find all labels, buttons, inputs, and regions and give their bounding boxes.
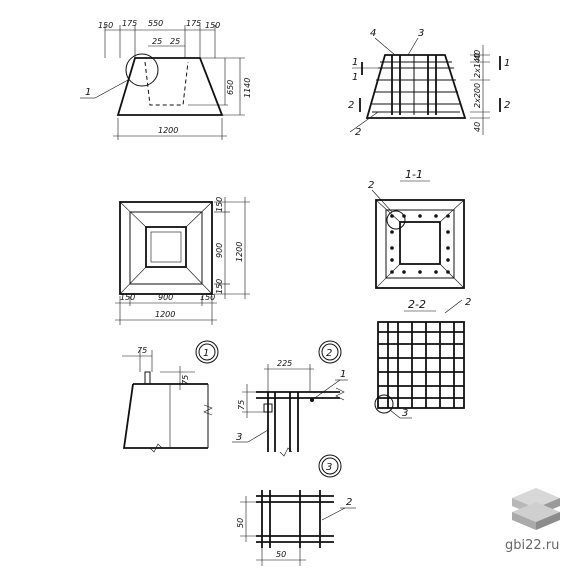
detail-3: 3 50 50 2 <box>236 454 356 566</box>
detail-3-dim-bottom: 50 <box>276 550 286 559</box>
section-2-2-callout-top: 2 <box>465 297 471 308</box>
detail-3-dim-side: 50 <box>236 518 245 528</box>
detail-1-dim-side: 75 <box>181 375 190 385</box>
detail-2-callout-1: 1 <box>340 369 346 380</box>
dim-height: 1140 <box>243 78 252 98</box>
cut-1-left: 1 <box>352 72 358 83</box>
plan-dim-right-1: 150 <box>215 197 224 212</box>
view2-dim-2x140: 2x140 <box>473 53 482 78</box>
plan-dim-bottom-2: 900 <box>158 293 173 302</box>
dim-inner-1: 25 <box>152 37 162 46</box>
detail-3-marker: 3 <box>326 462 332 473</box>
dim-depth: 650 <box>226 80 235 95</box>
detail-1-marker: 1 <box>203 348 209 359</box>
detail-2: 2 225 75 1 3 <box>232 340 348 457</box>
plan-dim-bottom-1: 150 <box>120 293 135 302</box>
section-2-2-mesh: 2-2 2 3 <box>374 297 471 419</box>
plan-dim-total: 1200 <box>155 310 175 319</box>
detail-3-callout: 2 <box>346 497 352 508</box>
view-2-reinforcement-elevation: 4 3 1 2 1 2 1 2 40 2x140 2x200 40 <box>348 28 510 138</box>
view2-callout-3: 3 <box>418 28 424 39</box>
dim-top-1: 150 <box>98 21 113 30</box>
detail-2-dim-top: 225 <box>277 359 292 368</box>
plan-dim-right-total: 1200 <box>235 242 244 262</box>
detail-2-dim-side: 75 <box>237 400 246 410</box>
cut-2-left: 2 <box>348 100 354 111</box>
dim-top-4: 175 <box>186 19 201 28</box>
brand-logo <box>512 488 560 530</box>
view2-callout-1: 1 <box>352 57 358 68</box>
dim-top-5: 150 <box>205 21 220 30</box>
dim-inner-2: 25 <box>170 37 180 46</box>
view2-callout-4: 4 <box>370 28 376 39</box>
cut-1-right: 1 <box>504 58 510 69</box>
plan-dim-bottom-3: 150 <box>200 293 215 302</box>
dim-top-3: 550 <box>148 19 163 28</box>
section-1-1: 1-1 2 <box>368 168 465 289</box>
view2-dim-40-bottom: 40 <box>473 122 482 132</box>
section-2-2-title: 2-2 <box>408 298 426 311</box>
view-1-elevation: 150 175 550 175 150 25 25 650 1140 1200 … <box>80 19 252 140</box>
section-2-2-callout-bottom: 3 <box>402 408 408 419</box>
detail-2-marker: 2 <box>326 348 332 359</box>
plan-view: 150 900 150 1200 150 900 150 1200 <box>115 197 250 325</box>
dim-top-2: 175 <box>122 19 137 28</box>
view2-dim-2x200: 2x200 <box>473 83 482 108</box>
plan-dim-right-2: 900 <box>215 243 224 258</box>
brand-site-label: gbi22.ru <box>505 538 560 553</box>
detail-1: 1 75 75 <box>122 340 219 453</box>
detail-2-callout-3: 3 <box>236 432 242 443</box>
plan-dim-right-3: 150 <box>215 279 224 294</box>
mesh-grid <box>378 322 464 408</box>
stacked-blocks-icon <box>512 488 560 530</box>
cut-2-right: 2 <box>504 100 510 111</box>
section-1-1-callout: 2 <box>368 180 374 191</box>
detail-1-dim-top: 75 <box>137 346 147 355</box>
callout-1: 1 <box>85 87 91 98</box>
section-1-1-title: 1-1 <box>405 168 423 181</box>
view2-callout-2: 2 <box>355 127 361 138</box>
view2-dim-40-top: 40 <box>473 50 482 60</box>
dim-width: 1200 <box>158 126 178 135</box>
